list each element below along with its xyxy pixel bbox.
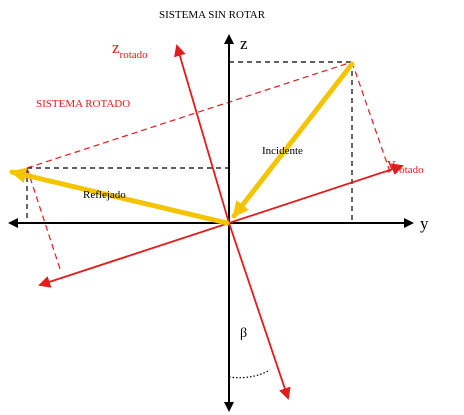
rotated-projection-top — [26, 61, 353, 169]
rotated-projection-left — [26, 167, 62, 273]
rotated-axes — [38, 44, 404, 400]
y-rotated-axis-line — [228, 163, 404, 224]
rotated-projection-lines — [26, 61, 391, 273]
beta-label: β — [240, 326, 247, 341]
z-rotated-subscript: rotado — [120, 49, 149, 61]
z-rotated-axis-line — [174, 44, 230, 224]
rays — [9, 61, 355, 226]
y-rotated-axis-left-line — [38, 222, 230, 288]
z-axis-label: z — [240, 34, 248, 53]
incident-label: Incidente — [262, 145, 303, 157]
y-rotated-subscript: rotado — [396, 164, 425, 176]
y-rotated-base: y — [387, 154, 396, 173]
rotated-system-label: SISTEMA ROTADO — [36, 98, 130, 110]
y-axis-label: y — [420, 214, 429, 233]
beta-angle-arc — [228, 369, 271, 379]
reflected-label: Reflejado — [83, 189, 126, 201]
reflected-ray — [9, 167, 230, 226]
z-rotated-label: zrotado — [112, 38, 148, 61]
z-rotated-axis-down-line — [228, 222, 291, 400]
z-rotated-base: z — [112, 38, 120, 57]
incident-ray — [231, 61, 355, 219]
rotated-projection-right — [351, 61, 391, 173]
y-rotated-label: yrotado — [387, 154, 424, 176]
diagram-title: SISTEMA SIN ROTAR — [159, 9, 266, 21]
